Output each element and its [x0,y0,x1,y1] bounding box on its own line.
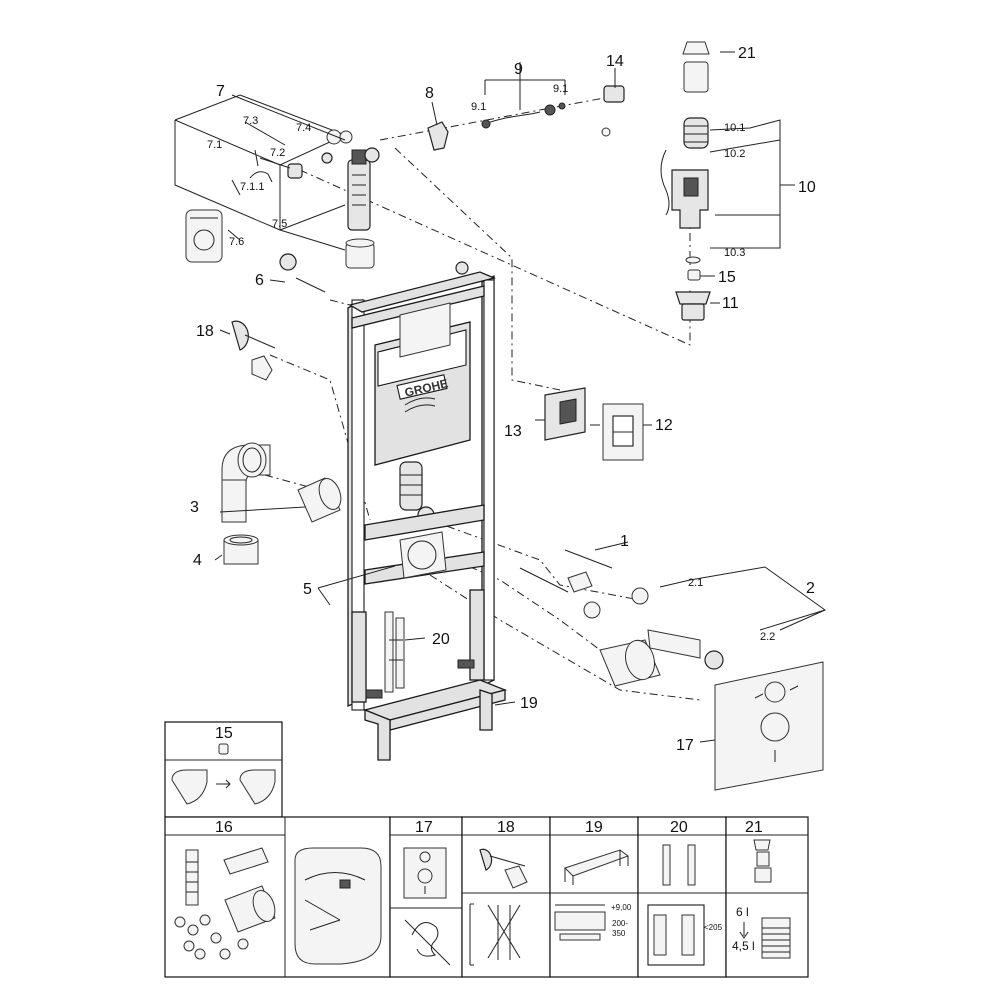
legend-row: 16 17 18 [164,816,809,978]
callout-19: 19 [520,695,538,712]
callout-2: 2 [806,580,815,597]
part-20-18-brackets [231,320,405,693]
legend-19-title: 19 [585,819,603,836]
callout-labels: 1 2 2.1 2.2 3 4 5 6 7 7.1 7.1.1 7.2 7.3 … [190,45,816,754]
callout-7-5: 7.5 [272,218,287,230]
callout-4: 4 [193,552,202,569]
callout-7-3: 7.3 [243,115,258,127]
main-installation-frame: GROHE [279,253,497,711]
callout-20: 20 [432,631,450,648]
callout-9: 9 [514,61,523,78]
part-3-4-waste-bend [221,442,342,565]
part-1-2-bolts-and-connectors [519,549,724,687]
legend-box-15: 15 [164,721,283,818]
callout-12: 12 [655,417,673,434]
callout-1: 1 [620,533,629,550]
legend-19-dim-c: 350 [612,929,626,938]
callout-21: 21 [738,45,756,62]
leader-lines [214,51,827,743]
part-17-sound-insulation [714,661,824,791]
callout-11: 11 [722,295,739,312]
callout-7-6: 7.6 [229,236,244,248]
callout-7-1-1: 7.1.1 [240,181,264,193]
legend-19-dim-a: +9,00 [611,903,632,912]
part-19-floor-bracket [362,679,508,761]
callout-14: 14 [606,53,624,70]
legend-16-title: 16 [215,819,233,836]
callout-7: 7 [216,83,225,100]
legend-19-dim-b: 200- [612,919,628,928]
callout-13: 13 [504,423,522,440]
callout-10: 10 [798,179,816,196]
part-10-flush-valve-stack [660,41,711,321]
callout-7-2: 7.2 [270,147,285,159]
callout-18: 18 [196,323,214,340]
legend-18-title: 18 [497,819,515,836]
part-8-9-14-fittings [427,85,625,151]
callout-7-4: 7.4 [296,122,311,134]
callout-3: 3 [190,499,199,516]
callout-2-1: 2.1 [688,577,703,589]
part-13-12-flush-plate [544,387,644,461]
legend-17-title: 17 [415,819,433,836]
callout-7-1: 7.1 [207,139,222,151]
legend-21-dim-a: 6 l [736,905,749,919]
part-7-cistern-box-group [174,94,380,269]
callout-10-1: 10.1 [724,122,745,134]
callout-10-3: 10.3 [724,247,745,259]
legend-21-title: 21 [745,819,763,836]
legend-20-dim: <205 [704,923,723,932]
callout-8: 8 [425,85,434,102]
callout-9-1a: 9.1 [471,101,486,113]
legend-20-title: 20 [670,819,688,836]
callout-5: 5 [303,581,312,598]
callout-15: 15 [718,269,736,286]
callout-9-1b: 9.1 [553,83,568,95]
callout-2-2: 2.2 [760,631,775,643]
legend-21-dim-b: 4,5 l [732,939,755,953]
callout-10-2: 10.2 [724,148,745,160]
legend-15-title: 15 [215,725,233,742]
callout-6: 6 [255,272,264,289]
callout-17: 17 [676,737,694,754]
